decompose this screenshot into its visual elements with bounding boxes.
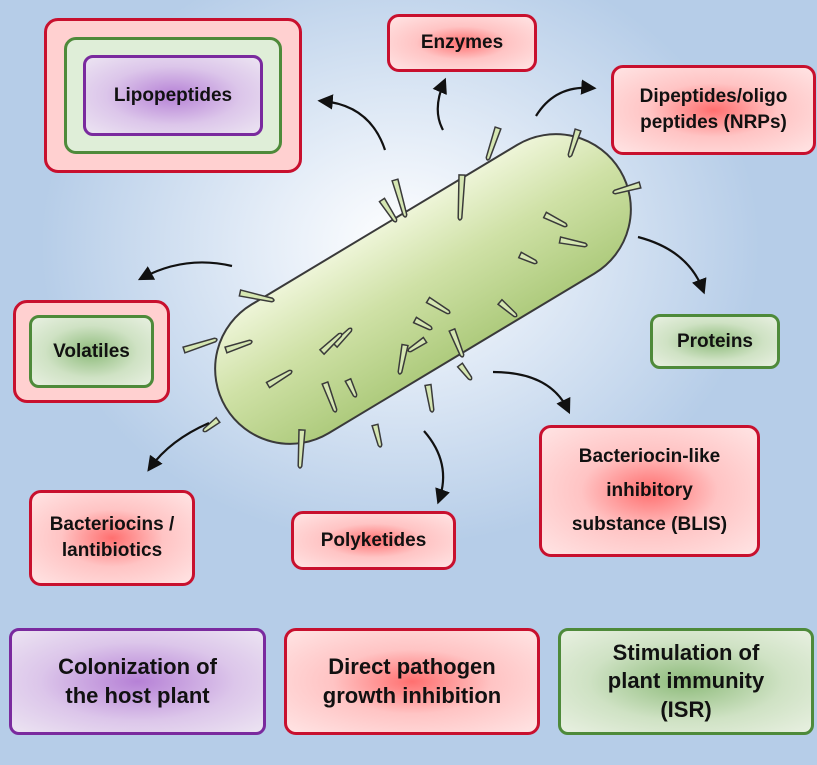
blis-label-line3: substance (BLIS): [572, 508, 727, 542]
pilus-25: [372, 424, 382, 447]
enzymes-box: Enzymes: [387, 14, 537, 72]
blis-label-line2: inhibitory: [606, 474, 693, 508]
proteins-label: Proteins: [677, 329, 753, 355]
dipeptides-label-line2: peptides (NRPs): [640, 110, 787, 136]
blis-label-line1: Bacteriocin-like: [579, 440, 721, 474]
enzymes-label: Enzymes: [421, 30, 503, 56]
blis-box: Bacteriocin-like inhibitory substance (B…: [539, 425, 760, 557]
volatiles-box: Volatiles: [29, 315, 154, 388]
legend-direct-line1: Direct pathogen: [328, 653, 495, 682]
lipopeptides-middle-box: Lipopeptides: [64, 37, 282, 154]
arrow-to-dipeptides: [536, 88, 592, 116]
legend-immunity-box: Stimulation of plant immunity (ISR): [558, 628, 814, 735]
pilus-26: [425, 385, 434, 412]
arrow-to-blis: [493, 372, 568, 410]
arrow-to-proteins: [638, 237, 703, 290]
polyketides-label: Polyketides: [321, 528, 427, 554]
arrow-to-bacteriocins: [150, 423, 209, 468]
legend-direct-inhibition-box: Direct pathogen growth inhibition: [284, 628, 540, 735]
bacteriocins-label-line1: Bacteriocins /: [50, 512, 175, 538]
arrow-to-enzymes: [438, 82, 444, 130]
legend-colonization-box: Colonization of the host plant: [9, 628, 266, 735]
lipopeptides-label: Lipopeptides: [114, 83, 232, 109]
dipeptides-box: Dipeptides/oligo peptides (NRPs): [611, 65, 816, 155]
lipopeptides-box: Lipopeptides: [83, 55, 263, 136]
pilus-16: [458, 363, 472, 380]
legend-immunity-line1: Stimulation of: [613, 639, 760, 668]
volatiles-outer-box: Volatiles: [13, 300, 170, 403]
pilus-24: [298, 430, 305, 468]
bacteriocins-label-line2: lantibiotics: [62, 538, 162, 564]
legend-colonization-line1: Colonization of: [58, 653, 217, 682]
pilus-20: [183, 338, 217, 353]
pilus-6: [379, 198, 396, 221]
legend-immunity-line2: plant immunity: [608, 667, 764, 696]
legend-colonization-line2: the host plant: [65, 682, 209, 711]
arrow-to-volatiles: [142, 262, 232, 278]
bacteriocins-box: Bacteriocins / lantibiotics: [29, 490, 195, 586]
arrow-to-polyketides: [424, 431, 443, 500]
legend-direct-line2: growth inhibition: [323, 682, 501, 711]
pilus-4: [392, 179, 407, 217]
arrow-to-lipopeptides: [322, 101, 385, 150]
dipeptides-label-line1: Dipeptides/oligo: [640, 84, 788, 110]
volatiles-label: Volatiles: [53, 339, 130, 365]
legend-immunity-line3: (ISR): [660, 696, 711, 725]
polyketides-box: Polyketides: [291, 511, 456, 570]
lipopeptides-outer-box: Lipopeptides: [44, 18, 302, 173]
proteins-box: Proteins: [650, 314, 780, 369]
